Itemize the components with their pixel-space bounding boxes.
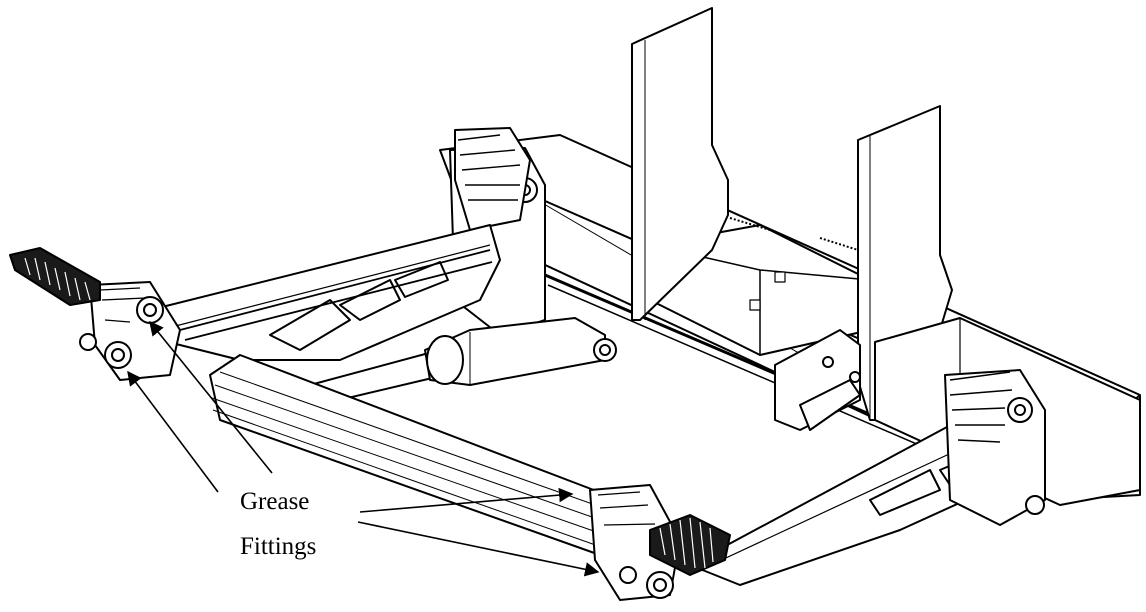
right-spindle (589, 484, 681, 601)
callout-label-line2: Fittings (240, 533, 316, 560)
arrow-icon (127, 370, 219, 493)
tie-rod (179, 249, 493, 341)
hydraulic-cylinder (309, 317, 617, 406)
arrow-icon (359, 487, 574, 513)
arrow-icon (149, 320, 273, 474)
front-axle-tube (209, 354, 631, 556)
callout-arrows (127, 320, 600, 577)
left-spring (9, 247, 101, 306)
mounting-plate-left (631, 7, 729, 321)
right-rear-pivot (944, 369, 1046, 526)
arrow-icon (357, 521, 600, 577)
callout-label-line1: Grease (240, 488, 309, 515)
